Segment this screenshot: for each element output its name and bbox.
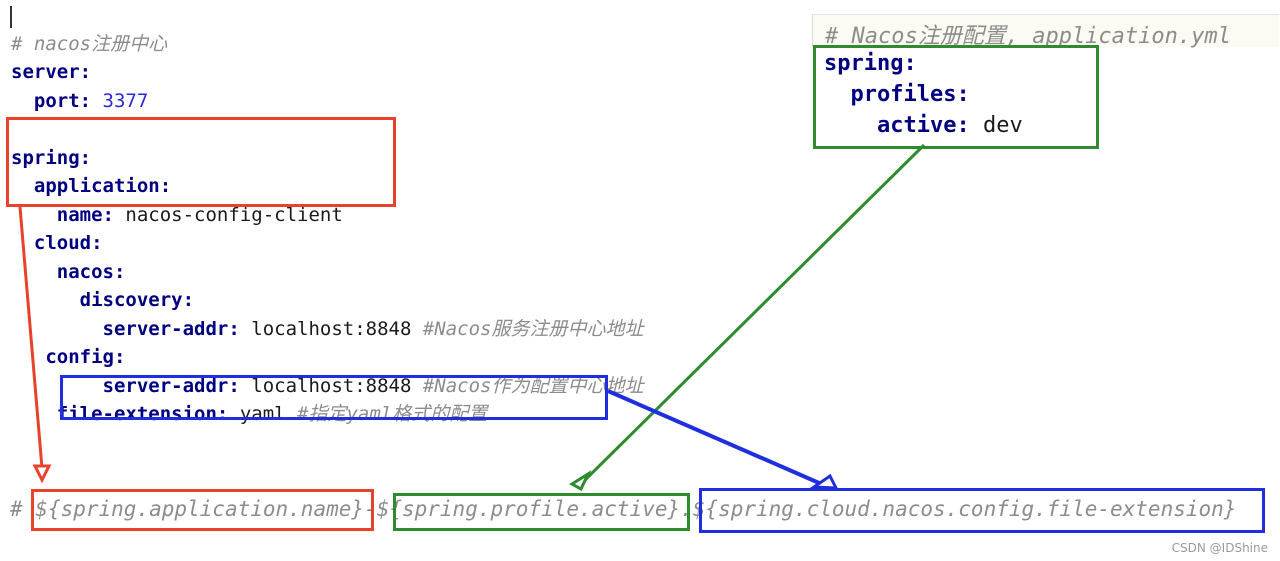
line-port: port: 3377 [33,89,149,112]
line-server: server: [11,61,92,83]
file-extension-highlight [60,375,608,420]
panel-header: # Nacos注册配置, application.yml [812,14,1279,49]
line-discovery: discovery: [79,289,195,311]
line-name: name: nacos-config-client [56,203,343,226]
formula-extension: ${spring.cloud.nacos.config.file-extensi… [692,497,1237,521]
line-cloud: cloud: [33,232,103,254]
formula-app-name: ${spring.application.name} [35,497,365,521]
data-id-formula: # ${spring.application.name}-${spring.pr… [10,497,1237,521]
blue-arrow [607,389,839,490]
red-arrow [18,206,52,484]
formula-app-name-box [31,489,374,531]
application-yml-panel: # Nacos注册配置, application.yml spring: pro… [812,12,1279,152]
profiles-active-highlight [813,45,1099,149]
spring-application-name-highlight [6,117,396,207]
formula-profile-box [393,493,690,531]
line-application: application: [33,175,172,197]
left-config-comment: # nacos注册中心 [11,32,168,55]
line-config-addr: server-addr: localhost:8848 #Nacos作为配置中心… [102,374,644,397]
watermark: CSDN @IDShine [1171,541,1268,555]
panel-code: spring: profiles: active: dev [824,51,1023,138]
green-arrow [569,143,926,492]
panel-comment: # Nacos注册配置, application.yml [825,24,1231,49]
formula-profile: ${spring.profile.active} [376,497,681,521]
left-config-code: # nacos注册中心 server: port: 3377 spring: ap… [11,1,644,457]
text-cursor [10,6,12,28]
formula-extension-box [699,488,1265,533]
line-spring: spring: [11,146,92,169]
line-config: config: [45,346,126,368]
line-discovery-addr: server-addr: localhost:8848 #Nacos服务注册中心… [102,317,644,340]
line-nacos: nacos: [56,260,126,283]
